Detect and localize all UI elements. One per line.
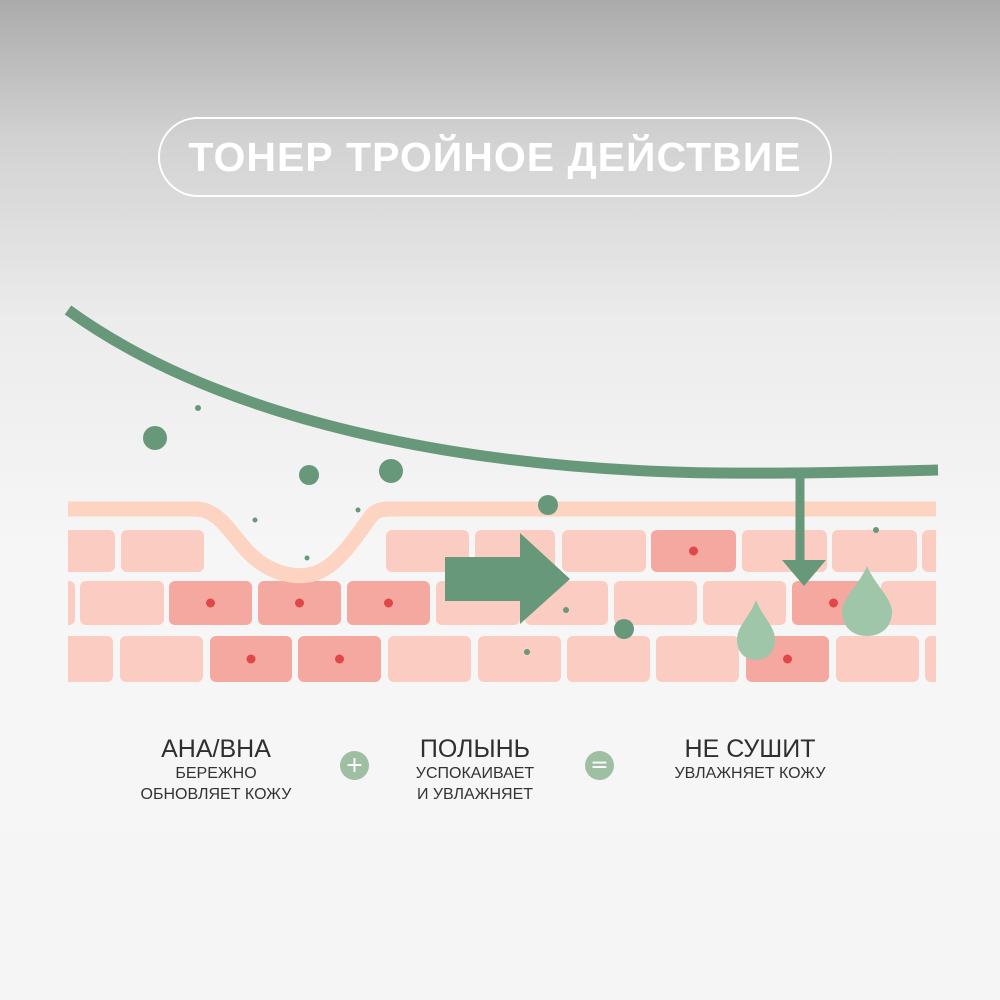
particle-dot xyxy=(538,495,558,515)
water-drop-icon xyxy=(737,600,775,660)
skin-cell xyxy=(120,636,203,682)
skin-cell xyxy=(80,581,164,625)
skin-cell xyxy=(922,530,936,572)
particle-dot xyxy=(524,649,530,655)
benefit-desc: УВЛАЖНЯЕТ КОЖУ xyxy=(674,765,826,782)
particle-dot xyxy=(252,517,258,523)
particle-dot xyxy=(195,405,201,411)
water-drop-icon xyxy=(842,566,892,636)
particle-dot xyxy=(299,465,319,485)
cell-nucleus-dot xyxy=(335,654,344,664)
particle-dot xyxy=(614,619,634,639)
skin-cell xyxy=(388,636,471,682)
skin-cell xyxy=(478,636,561,682)
cell-nucleus-dot xyxy=(689,546,698,556)
benefit-desc: БЕРЕЖНО ОБНОВЛЯЕТ КОЖУ xyxy=(140,765,292,803)
skin-cells xyxy=(68,530,936,682)
benefit-wormwood: ПОЛЫНЬ УСПОКАИВАЕТ И УВЛАЖНЯЕТ xyxy=(364,735,586,805)
cell-nucleus-dot xyxy=(295,598,304,608)
equals-icon: = xyxy=(585,751,614,780)
benefit-title: ПОЛЫНЬ xyxy=(419,735,531,763)
skin-cell xyxy=(925,636,936,682)
benefit-desc: УСПОКАИВАЕТ И УВЛАЖНЯЕТ xyxy=(415,765,535,803)
skin-surface-band xyxy=(68,501,936,584)
skin-cell xyxy=(121,530,204,572)
cell-nucleus-dot xyxy=(783,654,792,664)
particle-dot xyxy=(355,507,361,513)
benefit-aha-bha: AHA/BHA БЕРЕЖНО ОБНОВЛЯЕТ КОЖУ xyxy=(106,735,326,805)
cell-nucleus-dot xyxy=(206,598,215,608)
skin-cell xyxy=(562,530,646,572)
particle-dot xyxy=(563,607,569,613)
benefit-no-dry: НЕ СУШИТ УВЛАЖНЯЕТ КОЖУ xyxy=(636,735,864,784)
particle-dot xyxy=(143,426,167,450)
cell-nucleus-dot xyxy=(829,598,838,608)
particle-dot xyxy=(873,527,879,533)
push-arrow-icon xyxy=(445,533,570,624)
skin-cell xyxy=(656,636,739,682)
benefit-title: AHA/BHA xyxy=(161,735,271,763)
skin-cell xyxy=(703,581,786,625)
benefit-title: НЕ СУШИТ xyxy=(684,735,816,763)
skin-cell xyxy=(836,636,919,682)
toner-curve xyxy=(64,305,939,479)
skin-cell xyxy=(68,636,113,682)
down-arrow-icon xyxy=(782,560,826,586)
skin-cell xyxy=(567,636,650,682)
cell-nucleus-dot xyxy=(246,654,256,664)
skin-cell xyxy=(832,530,917,572)
particle-dots xyxy=(143,405,879,655)
particle-dot xyxy=(379,459,403,483)
particle-dot xyxy=(304,555,310,561)
plus-icon: + xyxy=(340,751,369,780)
skin-cell xyxy=(68,581,75,625)
skin-cell xyxy=(881,581,936,625)
title-pill: ТОНЕР ТРОЙНОЕ ДЕЙСТВИЕ xyxy=(158,117,832,197)
cell-nucleus-dot xyxy=(384,598,393,608)
skin-cell xyxy=(614,581,697,625)
page-title: ТОНЕР ТРОЙНОЕ ДЕЙСТВИЕ xyxy=(188,133,802,180)
skin-cell xyxy=(68,530,115,572)
